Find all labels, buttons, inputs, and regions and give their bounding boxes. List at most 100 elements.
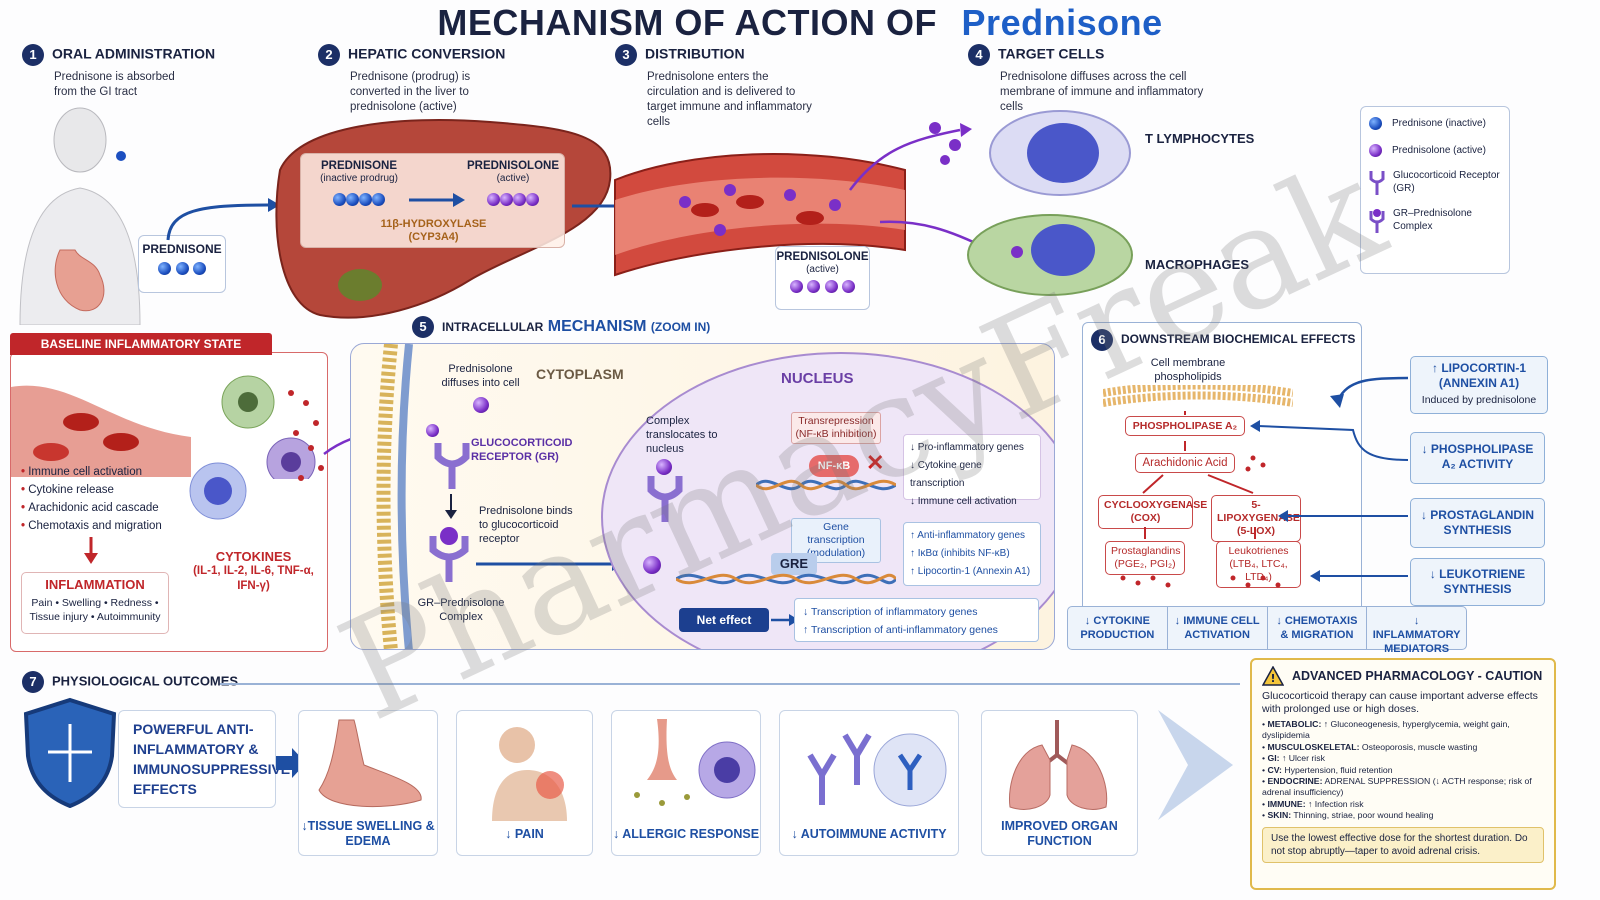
legend: Prednisone (inactive) Prednisolone (acti… bbox=[1360, 106, 1510, 274]
blood-vessel-illustration bbox=[614, 153, 906, 277]
transrepression-label: Transrepression(NF-κB inhibition) bbox=[791, 412, 881, 444]
title-a: INTRACELLULAR bbox=[442, 320, 544, 335]
prednisolone-dot bbox=[643, 556, 661, 574]
caution-title: ADVANCED PHARMACOLOGY - CAUTION bbox=[1292, 669, 1543, 683]
effect-mediators: ↓ INFLAMMATORY MEDIATORS bbox=[1372, 615, 1461, 655]
macrophage-illustration bbox=[967, 214, 1133, 296]
step-number: 6 bbox=[1091, 329, 1113, 351]
list-item: Arachidonic acid cascade bbox=[21, 499, 162, 517]
downstream-title: DOWNSTREAM BIOCHEMICAL EFFECTS bbox=[1121, 332, 1356, 347]
outcome-autoimmune: ↓ AUTOIMMUNE ACTIVITY bbox=[779, 710, 959, 856]
foot-icon bbox=[318, 719, 422, 807]
legend-item: Glucocorticoid Receptor (GR) bbox=[1369, 169, 1501, 195]
arrow-down-icon bbox=[445, 494, 457, 519]
list-item: • ENDOCRINE: ADRENAL SUPPRESSION (↓ ACTH… bbox=[1262, 776, 1532, 798]
caution-panel: ! ADVANCED PHARMACOLOGY - CAUTION Glucoc… bbox=[1250, 658, 1556, 890]
step-desc: Prednisone is absorbed from the GI tract bbox=[54, 71, 175, 98]
title-prefix: MECHANISM OF ACTION OF bbox=[437, 2, 938, 43]
phospholipase-a2-box: PHOSPHOLIPASE A₂ bbox=[1125, 416, 1245, 436]
gr-label: GLUCOCORTICOID RECEPTOR (GR) bbox=[471, 437, 573, 463]
baseline-title: BASELINE INFLAMMATORY STATE bbox=[10, 333, 272, 355]
warning-icon: ! bbox=[1262, 666, 1284, 686]
net-effect-badge: Net effect bbox=[679, 608, 769, 632]
diffuses-text: Prednisolone diffuses into cell bbox=[441, 363, 520, 389]
legend-item: Prednisolone (active) bbox=[1369, 144, 1501, 157]
list-item: ↓ Transcription of inflammatory genes bbox=[803, 606, 978, 618]
step-number: 3 bbox=[615, 44, 637, 66]
pathway-arrows bbox=[1120, 411, 1281, 588]
person-illustration bbox=[19, 107, 141, 325]
binds-text: Prednisolone binds to glucocorticoid rec… bbox=[479, 505, 573, 545]
effect-cytokine: ↓ CYTOKINE PRODUCTION bbox=[1068, 607, 1168, 649]
step-title: DISTRIBUTION bbox=[645, 45, 745, 62]
list-item: ↑ Lipocortin-1 (Annexin A1) bbox=[910, 566, 1031, 577]
svg-text:!: ! bbox=[1270, 672, 1275, 685]
cytokine-dots bbox=[288, 390, 324, 481]
arrow-down-icon bbox=[84, 537, 98, 564]
macrophages-label: MACROPHAGES bbox=[1145, 257, 1250, 272]
step-desc: Prednisone (prodrug) is converted in the… bbox=[350, 71, 471, 113]
antibody-icon bbox=[807, 733, 947, 807]
list-item: Chemotaxis and migration bbox=[21, 517, 162, 535]
repress-list: ↓ Pro-inflammatory genes ↓ Cytokine gene… bbox=[903, 434, 1041, 507]
list-item: ↑ Transcription of anti-inflammatory gen… bbox=[803, 624, 998, 636]
effect-immune: ↓ IMMUNE CELL ACTIVATION bbox=[1168, 607, 1268, 649]
prednisone-in-sub: (inactive prodrug) bbox=[320, 173, 398, 184]
list-item: ↓ Immune cell activation bbox=[910, 496, 1017, 507]
list-item: • SKIN: Thinning, striae, poor wound hea… bbox=[1262, 810, 1434, 821]
immune-cell-illustration bbox=[189, 462, 247, 520]
gr-complex-icon bbox=[647, 476, 683, 522]
page-title: MECHANISM OF ACTION OF Prednisone bbox=[0, 2, 1600, 44]
cytokines-title: CYTOKINES bbox=[215, 549, 292, 564]
receptor-icon bbox=[1369, 171, 1385, 195]
list-item: • MUSCULOSKELETAL: Osteoporosis, muscle … bbox=[1262, 741, 1478, 752]
dna-strand-top bbox=[756, 479, 896, 491]
complex-label: GR–Prednisolone Complex bbox=[417, 597, 505, 623]
cox-box: CYCLOOXYGENASE(COX) bbox=[1098, 495, 1207, 529]
step-title: ORAL ADMINISTRATION bbox=[52, 45, 216, 62]
step-desc: Prednisolone enters the circulation and … bbox=[647, 71, 812, 128]
effect-phospholipase: ↓ PHOSPHOLIPASE A₂ ACTIVITY bbox=[1410, 432, 1545, 484]
t-lymphocyte-illustration bbox=[989, 110, 1131, 196]
prednisolone-sub: (active) bbox=[806, 264, 839, 275]
liver-conversion-panel: PREDNISONE (inactive prodrug) PREDNISOLO… bbox=[300, 153, 565, 248]
list-item: Immune cell activation bbox=[21, 463, 162, 481]
complex-icon bbox=[1369, 209, 1385, 233]
enzyme-label: 11β-HYDROXYLASE bbox=[380, 218, 487, 230]
effect-prostaglandin: ↓ PROSTAGLANDIN SYNTHESIS bbox=[1410, 498, 1545, 548]
prednisolone-dot bbox=[473, 397, 489, 413]
prednisolone-active-box: PREDNISOLONE (active) bbox=[775, 246, 870, 310]
gr-complex-icon bbox=[429, 527, 469, 582]
prednisolone-dot bbox=[426, 424, 439, 437]
prednisone-oral-box: PREDNISONE bbox=[138, 235, 226, 293]
list-item: ↑ IκBα (inhibits NF-κB) bbox=[910, 548, 1010, 559]
step-number: 4 bbox=[968, 44, 990, 66]
outcome-organ: IMPROVED ORGAN FUNCTION bbox=[981, 710, 1138, 856]
step-number: 7 bbox=[22, 671, 44, 693]
prednisolone-out-sub: (active) bbox=[496, 173, 530, 184]
outcome-allergic: ↓ ALLERGIC RESPONSE bbox=[611, 710, 761, 856]
nfkb-badge: NF-κB bbox=[809, 455, 859, 477]
inflammation-desc: Pain • Swelling • Redness • Tissue injur… bbox=[29, 597, 161, 623]
inflammation-box: INFLAMMATION Pain • Swelling • Redness •… bbox=[21, 572, 169, 634]
downstream-effects-strip: ↓ CYTOKINE PRODUCTION ↓ IMMUNE CELL ACTI… bbox=[1067, 606, 1467, 655]
gre-badge: GRE bbox=[771, 553, 817, 575]
baseline-panel: Immune cell activation Cytokine release … bbox=[10, 352, 328, 652]
nucleus-label: NUCLEUS bbox=[781, 370, 854, 387]
arrow-to-nucleus bbox=[476, 557, 624, 571]
leukotrienes-box: Leukotrienes(LTB₄, LTC₄, LTD₄) bbox=[1216, 541, 1301, 588]
shield-icon bbox=[23, 697, 117, 808]
legend-item: GR–Prednisolone Complex bbox=[1369, 207, 1501, 233]
caution-intro: Glucocorticoid therapy can cause importa… bbox=[1262, 690, 1538, 715]
cell-membrane bbox=[376, 344, 413, 649]
step-number: 5 bbox=[412, 316, 434, 338]
gene-transcription-label: Gene transcription(modulation) bbox=[791, 518, 881, 563]
effect-leukotriene: ↓ LEUKOTRIENE SYNTHESIS bbox=[1410, 558, 1545, 606]
prednisone-in-label: PREDNISONE bbox=[320, 160, 398, 172]
title-c: (ZOOM IN) bbox=[650, 320, 711, 335]
